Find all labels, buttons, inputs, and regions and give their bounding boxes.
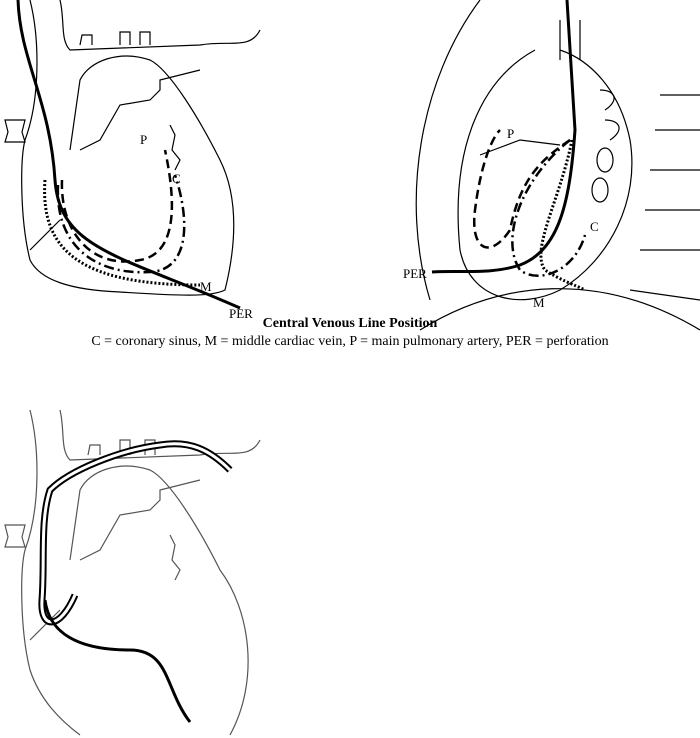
frontal-catheter-paths (16, 0, 241, 310)
catheter-c (56, 174, 186, 274)
catheter-p (60, 149, 174, 263)
bottom-catheter-path (38, 440, 233, 723)
lateral-catheter-per (431, 0, 577, 274)
lateral-label-per: PER (403, 266, 427, 281)
frontal-label-c: C (172, 171, 181, 186)
lateral-catheter-c (511, 139, 587, 277)
lateral-catheter-paths (431, 0, 587, 292)
lateral-heart-outline (415, 0, 700, 331)
frontal-label-p: P (140, 132, 147, 147)
catheter-m (43, 179, 201, 287)
lateral-catheter-p (472, 129, 571, 249)
frontal-label-m: M (200, 279, 212, 294)
lateral-catheter-m (539, 139, 586, 292)
frontal-heart-outline (4, 0, 261, 296)
frontal-label-per: PER (229, 306, 253, 321)
figure-title: Central Venous Line Position (262, 316, 438, 331)
figure-legend: C = coronary sinus, M = middle cardiac v… (91, 334, 609, 349)
lateral-label-p: P (507, 126, 514, 141)
lateral-label-c: C (590, 219, 599, 234)
lateral-label-m: M (533, 295, 545, 310)
bottom-heart-outline (4, 409, 261, 736)
